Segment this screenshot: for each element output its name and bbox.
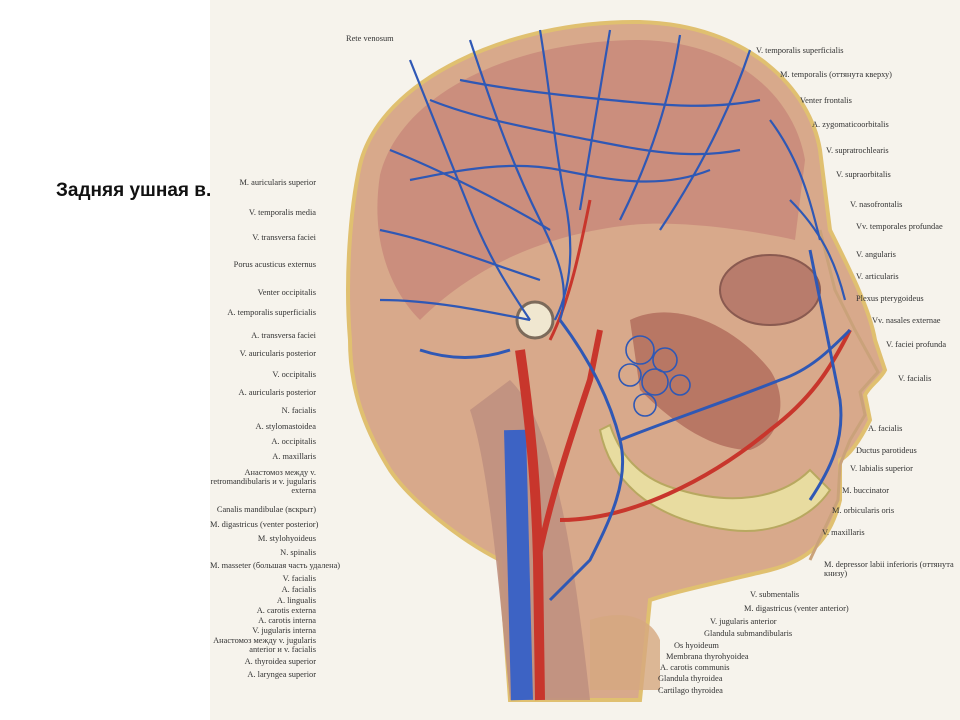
skull-cap: [377, 40, 805, 320]
label-left-28: A. thyroidea superior: [244, 657, 316, 666]
neck-muscle: [470, 380, 590, 700]
label-left-26: V. jugularis interna: [252, 626, 316, 635]
label-right-23: M. digastricus (venter anterior): [744, 604, 849, 613]
label-left-5: Venter occipitalis: [257, 288, 316, 297]
label-right-30: Cartilago thyroidea: [658, 686, 723, 695]
label-right-5: V. supratrochlearis: [826, 146, 889, 155]
rete-venosum: [379, 29, 847, 322]
face-profile: [808, 229, 880, 561]
label-right-3: Venter frontalis: [800, 96, 852, 105]
thyroid-region: [590, 615, 660, 690]
anatomy-illustration: Rete venosum M. auricularis superior V. …: [210, 0, 960, 720]
label-left-25: A. carotis interna: [258, 616, 316, 625]
label-right-26: Os hyoideum: [674, 641, 719, 650]
label-right-20: V. maxillaris: [822, 528, 865, 537]
label-left-27: Анастомоз между v. jugularis anterior и …: [213, 636, 316, 654]
label-left-10: A. auricularis posterior: [238, 388, 316, 397]
label-left-12: A. stylomastoidea: [255, 422, 316, 431]
label-right-2: M. temporalis (оттянута кверху): [780, 70, 892, 79]
label-left-16: Canalis mandibulae (вскрыт): [216, 505, 316, 514]
label-left-23: A. lingualis: [276, 596, 316, 605]
label-right-8: Vv. temporales profundae: [856, 222, 943, 231]
label-left-15: Анастомоз между v. retromandibularis и v…: [210, 468, 316, 495]
label-right-14: V. facialis: [898, 374, 932, 383]
label-right-16: Ductus parotideus: [856, 446, 917, 455]
label-right-4: A. zygomaticoorbitalis: [812, 120, 889, 129]
label-left-18: M. stylohyoideus: [257, 534, 316, 543]
label-right-18: M. buccinator: [842, 486, 889, 495]
label-right-22: V. submentalis: [750, 590, 800, 599]
slide-caption: Задняя ушная в.: [56, 180, 212, 201]
label-left-1: M. auricularis superior: [239, 178, 316, 187]
label-left-19: N. spinalis: [280, 548, 316, 557]
pterygoid-plexus: [618, 335, 691, 417]
label-left-3: V. transversa faciei: [252, 233, 316, 242]
temporal-artery: [548, 199, 592, 341]
facial-artery: [559, 329, 852, 522]
external-carotid: [535, 329, 603, 561]
label-right-6: V. supraorbitalis: [836, 170, 891, 179]
label-left-11: N. facialis: [281, 406, 316, 415]
label-right-15: A. facialis: [868, 424, 903, 433]
label-left-7: A. transversa faciei: [251, 331, 316, 340]
label-left-2: V. temporalis media: [248, 208, 316, 217]
carotid-artery: [515, 349, 545, 701]
label-right-29: Glandula thyroidea: [658, 674, 723, 683]
label-right-25: Glandula submandibularis: [704, 629, 793, 638]
label-right-24: V. jugularis anterior: [710, 617, 777, 626]
label-right-1: V. temporalis superficialis: [756, 46, 844, 55]
label-left-17: M. digastricus (venter posterior): [210, 520, 319, 529]
label-right-9: V. angularis: [856, 250, 896, 259]
label-right-27: Membrana thyrohyoidea: [666, 652, 749, 661]
label-right-10: V. articularis: [856, 272, 899, 281]
mandible: [598, 423, 832, 532]
label-left-6: A. temporalis superficialis: [227, 308, 316, 317]
facial-veins: [419, 249, 852, 602]
label-left-21: V. facialis: [282, 574, 316, 583]
label-right-17: V. labialis superior: [850, 464, 913, 473]
label-right-28: A. carotis communis: [660, 663, 730, 672]
label-left-14: A. maxillaris: [272, 452, 316, 461]
label-right-19: M. orbicularis oris: [832, 506, 895, 515]
label-right-11: Plexus pterygoideus: [856, 294, 924, 303]
label-left-9: V. occipitalis: [272, 370, 316, 379]
ear-canal: [515, 300, 555, 340]
masseter-area: [630, 312, 781, 450]
label-right-12: Vv. nasales externae: [872, 316, 941, 325]
label-right-7: V. nasofrontalis: [850, 200, 903, 209]
internal-jugular-vein: [504, 429, 533, 701]
label-left-20: M. masseter (большая часть удалена): [210, 561, 341, 570]
label-right-21: M. depressor labii inferioris (оттянута …: [824, 560, 954, 578]
label-left-13: A. occipitalis: [271, 437, 316, 446]
label-rete-venosum: Rete venosum: [346, 34, 394, 43]
label-left-29: A. laryngea superior: [247, 670, 316, 679]
eye-region: [719, 254, 821, 326]
label-left-22: A. facialis: [281, 585, 316, 594]
label-left-24: A. carotis externa: [256, 606, 316, 615]
head-neck-veins-drawing: [346, 19, 888, 702]
label-left-8: V. auricularis posterior: [239, 349, 316, 358]
label-right-13: V. faciei profunda: [886, 340, 947, 349]
label-left-4: Porus acusticus externus: [233, 260, 316, 269]
